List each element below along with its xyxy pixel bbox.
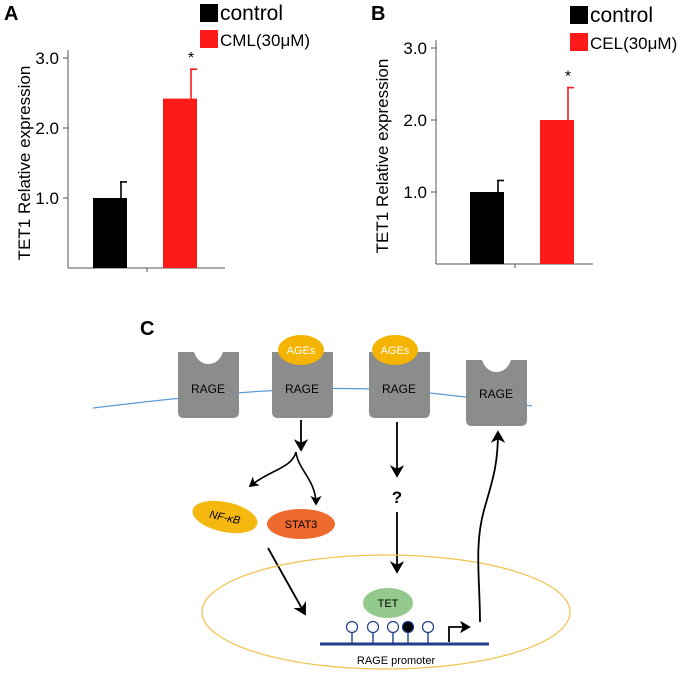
receptor-shape (369, 352, 430, 418)
nfkb-shape (192, 500, 258, 534)
expression-feedback-arrow (477, 430, 506, 623)
rage-receptor-2: RAGE AGEs (272, 335, 333, 418)
bar-treatment (540, 120, 574, 264)
transcription-start-arrow (448, 620, 471, 642)
receptor-label: RAGE (191, 382, 225, 396)
receptor-label: RAGE (382, 382, 416, 396)
signaling-schematic: C RAGE RAGE AGEs RAGE AGEs RAGE (92, 318, 571, 670)
legend-swatch (200, 30, 218, 48)
y-tick-label: 2.0 (403, 111, 427, 130)
receptor-shape (466, 360, 527, 426)
cpg-sites (345, 620, 435, 643)
stat3-shape (267, 509, 335, 539)
branch-arrow-stat3 (295, 451, 322, 506)
y-tick-label: 3.0 (403, 39, 427, 58)
y-axis-label: TET1 Relative expression (15, 66, 34, 261)
y-tick-label: 2.0 (35, 119, 59, 138)
legend-swatch (570, 6, 588, 24)
tet-shape (363, 588, 413, 618)
ages-ligand-1 (278, 335, 324, 365)
panel-label-c: C (140, 318, 154, 340)
rage-receptor-1: RAGE (178, 352, 239, 418)
legend-swatch (570, 33, 588, 51)
receptor-label: RAGE (285, 382, 319, 396)
receptor-shape (272, 352, 333, 418)
bar-control (470, 192, 504, 264)
tet-node: TET (363, 588, 413, 618)
panel-label-a: A (4, 3, 18, 25)
receptor-shape (178, 352, 239, 418)
bar-treatment (163, 98, 197, 268)
ages-label: AGEs (381, 345, 410, 357)
tet-label: TET (378, 598, 399, 610)
legend-label: control (590, 4, 653, 27)
rage-receptor-4: RAGE (466, 360, 527, 426)
branch-arrow-nfkb (248, 451, 297, 487)
cpg-unmethylated (366, 620, 380, 634)
stat3-node: STAT3 (267, 509, 335, 539)
nucleus-outline (201, 554, 571, 670)
y-tick-label: 1.0 (35, 189, 59, 208)
legend-label: control (220, 2, 283, 25)
significance-marker: * (188, 50, 194, 67)
ages-label: AGEs (287, 345, 316, 357)
receptor-label: RAGE (479, 387, 513, 401)
cpg-methylated (401, 620, 415, 634)
nuclear-entry-arrow (267, 547, 306, 616)
nfkb-node: NF-κB (192, 500, 258, 534)
unknown-mechanism-label: ? (392, 488, 402, 507)
legend-label: CML(30μM) (220, 31, 310, 50)
panel-label-b: B (371, 3, 385, 25)
stat3-label: STAT3 (285, 519, 318, 531)
y-axis-label: TET1 Relative expression (373, 59, 392, 254)
y-tick-label: 1.0 (403, 183, 427, 202)
ages-ligand-2 (372, 335, 418, 365)
significance-marker: * (565, 69, 571, 86)
legend-label: CEL(30μM) (590, 34, 677, 53)
y-tick-label: 3.0 (35, 49, 59, 68)
rage-receptor-3: RAGE AGEs (369, 335, 430, 418)
bar-control (93, 198, 127, 268)
promoter-label: RAGE promoter (357, 655, 436, 667)
cpg-unmethylated (345, 620, 359, 634)
cpg-unmethylated (386, 620, 400, 634)
cpg-unmethylated (421, 620, 435, 634)
legend-swatch (200, 4, 218, 22)
